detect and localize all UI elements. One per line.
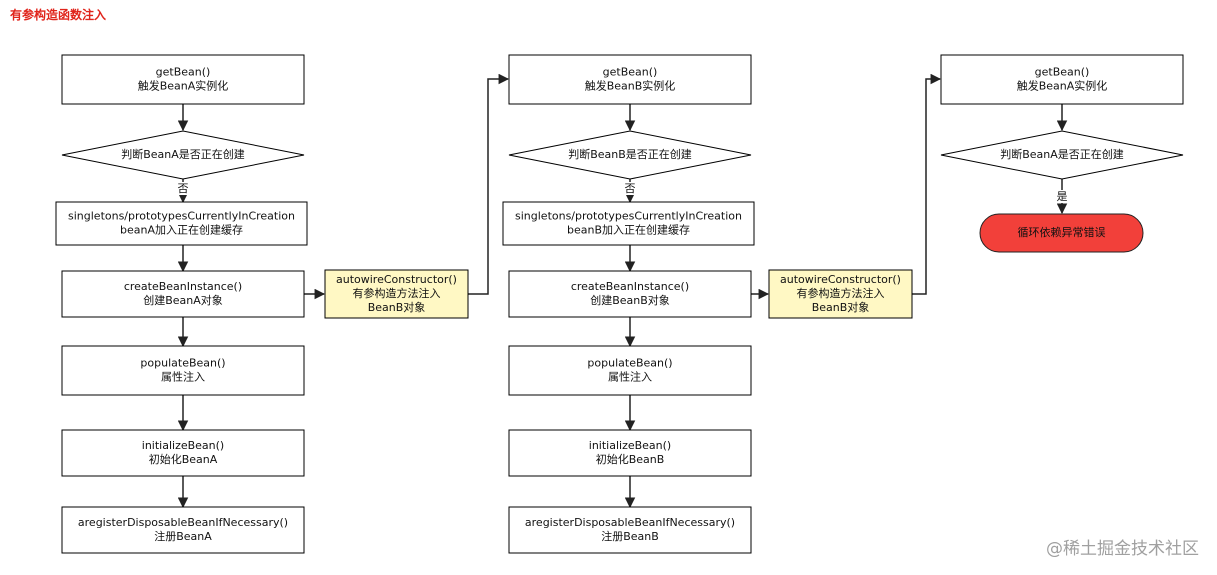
node-a-getbean: getBean()触发BeanA实例化 bbox=[61, 54, 305, 105]
node-text-line: getBean() bbox=[156, 66, 211, 79]
node-box bbox=[508, 270, 752, 318]
node-text-line: getBean() bbox=[603, 66, 658, 79]
node-a-singletons: singletons/prototypesCurrentlyInCreation… bbox=[55, 201, 308, 246]
node-b-getbean: getBean()触发BeanB实例化 bbox=[508, 54, 752, 105]
edge-label-b-no: 否 bbox=[625, 182, 636, 195]
node-b-register: aregisterDisposableBeanIfNecessary()注册Be… bbox=[508, 506, 752, 554]
node-text-line: populateBean() bbox=[587, 357, 672, 370]
diagram-title: 有参构造函数注入 bbox=[10, 8, 107, 22]
node-text-line: 触发BeanB实例化 bbox=[585, 79, 676, 93]
node-text-line: initializeBean() bbox=[589, 439, 671, 452]
node-c-error: 循环依赖异常错误 bbox=[979, 213, 1144, 253]
edge-a-autowire-bgetbean bbox=[468, 73, 510, 295]
node-text-line: 创建BeanA对象 bbox=[143, 293, 223, 307]
node-a-populate: populateBean()属性注入 bbox=[61, 345, 305, 396]
node-a-judge: 判断BeanA是否正在创建 bbox=[61, 130, 305, 180]
node-text-line: populateBean() bbox=[140, 357, 225, 370]
node-text-line: createBeanInstance() bbox=[571, 280, 689, 293]
decision-diamond bbox=[940, 130, 1184, 180]
node-text-line: 注册BeanA bbox=[154, 529, 212, 543]
node-c-judge: 判断BeanA是否正在创建 bbox=[940, 130, 1184, 180]
node-text-line: singletons/prototypesCurrentlyInCreation bbox=[515, 210, 742, 223]
node-text-line: 有参构造方法注入 bbox=[353, 286, 441, 300]
node-box bbox=[768, 269, 913, 319]
edge-label-c-yes: 是 bbox=[1057, 190, 1068, 203]
edge-label-bg bbox=[1055, 190, 1069, 203]
node-text-line: 注册BeanB bbox=[601, 529, 659, 543]
node-box bbox=[940, 54, 1184, 105]
node-text-line: 判断BeanA是否正在创建 bbox=[121, 147, 245, 161]
node-text-line: autowireConstructor() bbox=[780, 273, 901, 286]
node-box bbox=[508, 345, 752, 396]
node-box bbox=[61, 345, 305, 396]
node-b-judge: 判断BeanB是否正在创建 bbox=[508, 130, 752, 180]
node-b-singletons: singletons/prototypesCurrentlyInCreation… bbox=[502, 201, 755, 246]
node-text-line: autowireConstructor() bbox=[336, 273, 457, 286]
node-text-line: 触发BeanA实例化 bbox=[138, 79, 229, 93]
node-text-line: 循环依赖异常错误 bbox=[1018, 225, 1106, 239]
node-box bbox=[508, 506, 752, 554]
node-b-init: initializeBean()初始化BeanB bbox=[508, 429, 752, 477]
node-box bbox=[61, 54, 305, 105]
node-c-getbean: getBean()触发BeanA实例化 bbox=[940, 54, 1184, 105]
node-text-line: BeanB对象 bbox=[368, 300, 426, 314]
node-box bbox=[61, 270, 305, 318]
node-text-line: beanA加入正在创建缓存 bbox=[120, 223, 243, 237]
node-box bbox=[61, 506, 305, 554]
node-a-create: createBeanInstance()创建BeanA对象 bbox=[61, 270, 305, 318]
node-b-populate: populateBean()属性注入 bbox=[508, 345, 752, 396]
terminal-pill bbox=[979, 213, 1144, 253]
node-text-line: 判断BeanA是否正在创建 bbox=[1000, 147, 1124, 161]
node-text-line: initializeBean() bbox=[142, 439, 224, 452]
node-box bbox=[508, 54, 752, 105]
node-b-create: createBeanInstance()创建BeanB对象 bbox=[508, 270, 752, 318]
node-text-line: getBean() bbox=[1035, 66, 1090, 79]
node-text-line: beanB加入正在创建缓存 bbox=[567, 223, 690, 237]
edge-label-bg bbox=[176, 182, 190, 195]
node-text-line: 有参构造方法注入 bbox=[797, 286, 885, 300]
node-text-line: 属性注入 bbox=[608, 370, 652, 384]
node-text-line: BeanB对象 bbox=[812, 300, 870, 314]
node-text-line: aregisterDisposableBeanIfNecessary() bbox=[78, 516, 288, 529]
edge-label-bg bbox=[623, 182, 637, 195]
node-text-line: createBeanInstance() bbox=[124, 280, 242, 293]
node-box bbox=[61, 429, 305, 477]
edge-label-a-no: 否 bbox=[178, 182, 189, 195]
node-box bbox=[324, 269, 469, 319]
node-box bbox=[55, 201, 308, 246]
node-text-line: 初始化BeanB bbox=[596, 452, 665, 466]
node-a-register: aregisterDisposableBeanIfNecessary()注册Be… bbox=[61, 506, 305, 554]
node-box bbox=[508, 429, 752, 477]
node-box bbox=[502, 201, 755, 246]
decision-diamond bbox=[61, 130, 305, 180]
edge-b-autowire-cgetbean bbox=[912, 73, 942, 295]
node-text-line: 触发BeanA实例化 bbox=[1017, 79, 1108, 93]
decision-diamond bbox=[508, 130, 752, 180]
node-text-line: 创建BeanB对象 bbox=[590, 293, 670, 307]
node-text-line: aregisterDisposableBeanIfNecessary() bbox=[525, 516, 735, 529]
node-text-line: 属性注入 bbox=[161, 370, 205, 384]
node-text-line: singletons/prototypesCurrentlyInCreation bbox=[68, 210, 295, 223]
node-a-init: initializeBean()初始化BeanA bbox=[61, 429, 305, 477]
node-text-line: 判断BeanB是否正在创建 bbox=[568, 147, 692, 161]
watermark: @稀土掘金技术社区 bbox=[1046, 539, 1199, 559]
node-text-line: 初始化BeanA bbox=[149, 452, 218, 466]
